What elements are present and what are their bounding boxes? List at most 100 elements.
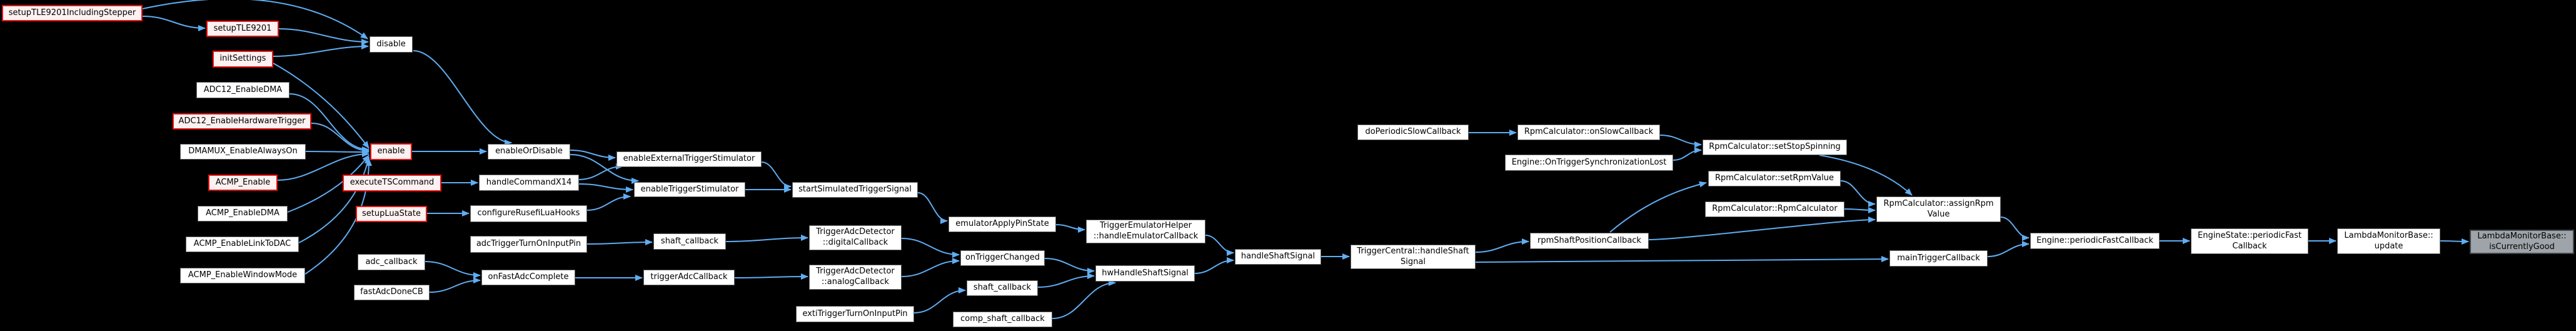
graph-node-label: RpmCalculator::setRpmValue xyxy=(1714,173,1834,183)
graph-node-onTriggerChanged[interactable]: onTriggerChanged xyxy=(960,250,1045,266)
edge-TriggerAdcDetector_digitalCallback-to-onTriggerChanged xyxy=(901,238,960,258)
edge-ADC12_EnableHardwareTrigger-to-enable xyxy=(311,123,370,154)
edge-setupTLE9201-to-disable xyxy=(278,28,369,45)
graph-node-DMAMUX_EnableAlwaysOn[interactable]: DMAMUX_EnableAlwaysOn xyxy=(180,144,306,160)
edge-onTriggerChanged-to-hwHandleShaftSignal xyxy=(1044,258,1095,274)
graph-node-label: LambdaMonitorBase:: update xyxy=(2344,230,2433,251)
graph-node-initSettings[interactable]: initSettings xyxy=(213,51,273,68)
graph-node-enable[interactable]: enable xyxy=(370,143,412,160)
graph-node-label: EngineState::periodicFast Callback xyxy=(2197,230,2302,251)
edge-RpmCalculator_assignRpmValue-to-Engine_periodicFastCallback xyxy=(2000,216,2030,241)
edge-handleCommandX14-to-enableTriggerStimulator xyxy=(578,183,633,193)
graph-node-label: extiTriggerTurnOnInputPin xyxy=(802,308,908,318)
graph-node-shaft_callback_2[interactable]: shaft_callback xyxy=(967,280,1038,296)
graph-node-RpmCalculator_RpmCalculator[interactable]: RpmCalculator::RpmCalculator xyxy=(1705,201,1844,217)
graph-node-label: handleCommandX14 xyxy=(486,177,572,187)
edge-emulatorApplyPinState-to-TriggerEmulatorHelper_handleEmulatorCallback xyxy=(1055,224,1085,233)
graph-node-configureRusefiLuaHooks[interactable]: configureRusefiLuaHooks xyxy=(470,205,587,222)
graph-node-RpmCalculator_setStopSpinning[interactable]: RpmCalculator::setStopSpinning xyxy=(1703,140,1847,155)
graph-node-adcTriggerTurnOnInputPin[interactable]: adcTriggerTurnOnInputPin xyxy=(470,236,587,253)
edge-rpmShaftPositionCallback-to-RpmCalculator_setRpmValue xyxy=(1609,181,1707,233)
graph-node-RpmCalculator_assignRpmValue[interactable]: RpmCalculator::assignRpm Value xyxy=(1876,196,2001,222)
graph-node-label: enableExternalTriggerStimulator xyxy=(623,154,755,164)
graph-node-rpmShaftPositionCallback[interactable]: rpmShaftPositionCallback xyxy=(1530,233,1649,249)
graph-node-startSimulatedTriggerSignal[interactable]: startSimulatedTriggerSignal xyxy=(792,182,918,198)
graph-node-LambdaMonitorBase_isCurrentlyGood[interactable]: LambdaMonitorBase:: isCurrentlyGood xyxy=(2470,230,2574,254)
graph-node-LambdaMonitorBase_update[interactable]: LambdaMonitorBase:: update xyxy=(2337,228,2440,254)
graph-node-label: fastAdcDoneCB xyxy=(360,287,423,297)
graph-node-doPeriodicSlowCallback[interactable]: doPeriodicSlowCallback xyxy=(1357,125,1469,140)
graph-node-hwHandleShaftSignal[interactable]: hwHandleShaftSignal xyxy=(1095,265,1195,282)
graph-node-ACMP_EnableLinkToDAC[interactable]: ACMP_EnableLinkToDAC xyxy=(186,237,299,252)
graph-node-disable[interactable]: disable xyxy=(370,36,413,53)
graph-node-label: Engine::periodicFastCallback xyxy=(2036,235,2153,245)
graph-node-emulatorApplyPinState[interactable]: emulatorApplyPinState xyxy=(948,216,1056,232)
graph-node-ACMP_EnableWindowMode[interactable]: ACMP_EnableWindowMode xyxy=(180,268,305,283)
graph-node-label: TriggerEmulatorHelper ::handleEmulatorCa… xyxy=(1093,221,1199,241)
graph-node-RpmCalculator_onSlowCallback[interactable]: RpmCalculator::onSlowCallback xyxy=(1517,125,1660,140)
graph-node-TriggerAdcDetector_digitalCallback[interactable]: TriggerAdcDetector ::digitalCallback xyxy=(809,225,902,250)
edge-RpmCalculator_setStopSpinning-to-RpmCalculator_assignRpmValue xyxy=(1819,155,1913,196)
edge-configureRusefiLuaHooks-to-enableTriggerStimulator xyxy=(586,193,631,211)
edge-hwHandleShaftSignal-to-handleShaftSignal xyxy=(1194,257,1234,274)
graph-node-ADC12_EnableHardwareTrigger[interactable]: ADC12_EnableHardwareTrigger xyxy=(173,113,311,130)
edge-DMAMUX_EnableAlwaysOn-to-enable xyxy=(305,148,370,155)
edge-rpmShaftPositionCallback-to-RpmCalculator_assignRpmValue xyxy=(1648,216,1876,240)
graph-node-label: adcTriggerTurnOnInputPin xyxy=(476,239,581,249)
graph-node-RpmCalculator_setRpmValue[interactable]: RpmCalculator::setRpmValue xyxy=(1708,171,1841,186)
graph-node-label: ADC12_EnableHardwareTrigger xyxy=(178,116,306,126)
graph-node-label: Engine::OnTriggerSynchronizationLost xyxy=(1511,157,1667,167)
edge-setupTLE9201IncludingStepper-to-disable xyxy=(142,0,368,39)
graph-node-label: RpmCalculator::assignRpm Value xyxy=(1883,198,1994,219)
graph-node-setupTLE9201[interactable]: setupTLE9201 xyxy=(206,21,279,37)
graph-node-Engine_periodicFastCallback[interactable]: Engine::periodicFastCallback xyxy=(2030,233,2160,249)
graph-node-label: onFastAdcComplete xyxy=(488,272,569,282)
graph-node-label: LambdaMonitorBase:: isCurrentlyGood xyxy=(2477,231,2567,252)
graph-node-label: disable xyxy=(376,39,406,49)
edge-Engine_OnTriggerSynchronizationLost-to-RpmCalculator_setStopSpinning xyxy=(1673,147,1702,161)
edge-mainTriggerCallback-to-Engine_periodicFastCallback xyxy=(1987,241,2030,257)
graph-node-ACMP_EnableDMA[interactable]: ACMP_EnableDMA xyxy=(198,206,288,222)
edge-fastAdcDoneCB-to-onFastAdcComplete xyxy=(429,277,481,293)
graph-node-mainTriggerCallback[interactable]: mainTriggerCallback xyxy=(1889,250,1988,267)
edge-handleCommandX14-to-enableExternalTriggerStimulator xyxy=(578,163,623,180)
edge-ADC12_EnableDMA-to-enable xyxy=(289,93,370,153)
graph-node-label: RpmCalculator::RpmCalculator xyxy=(1712,204,1838,214)
graph-node-ADC12_EnableDMA[interactable]: ADC12_EnableDMA xyxy=(196,82,289,98)
graph-node-setupLuaState[interactable]: setupLuaState xyxy=(356,206,427,222)
graph-node-adc_callback[interactable]: adc_callback xyxy=(358,254,425,270)
graph-node-label: enableOrDisable xyxy=(495,146,563,156)
graph-node-label: TriggerCentral::handleShaft Signal xyxy=(1357,246,1469,267)
graph-node-enableOrDisable[interactable]: enableOrDisable xyxy=(488,144,570,160)
graph-node-shaft_callback_1[interactable]: shaft_callback xyxy=(653,233,726,250)
graph-node-label: mainTriggerCallback xyxy=(1897,253,1980,263)
graph-node-label: shaft_callback xyxy=(660,236,719,246)
graph-node-onFastAdcComplete[interactable]: onFastAdcComplete xyxy=(481,270,575,285)
graph-node-label: executeTSCommand xyxy=(350,178,435,188)
graph-node-ACMP_Enable[interactable]: ACMP_Enable xyxy=(208,175,278,191)
graph-node-fastAdcDoneCB[interactable]: fastAdcDoneCB xyxy=(354,285,430,300)
graph-node-TriggerCentral_handleShaftSignal[interactable]: TriggerCentral::handleShaft Signal xyxy=(1351,245,1476,269)
graph-node-comp_shaft_callback[interactable]: comp_shaft_callback xyxy=(953,312,1052,327)
graph-node-triggerAdcCallback[interactable]: triggerAdcCallback xyxy=(643,270,735,285)
graph-node-TriggerAdcDetector_analogCallback[interactable]: TriggerAdcDetector ::analogCallback xyxy=(809,265,902,290)
graph-node-executeTSCommand[interactable]: executeTSCommand xyxy=(343,175,441,191)
edge-ACMP_Enable-to-enable xyxy=(277,151,370,181)
graph-node-EngineState_periodicFastCallback[interactable]: EngineState::periodicFast Callback xyxy=(2191,228,2308,254)
edge-comp_shaft_callback-to-hwHandleShaftSignal xyxy=(1052,280,1116,319)
edge-ACMP_EnableLinkToDAC-to-enable xyxy=(298,156,371,243)
graph-node-handleCommandX14[interactable]: handleCommandX14 xyxy=(479,175,579,191)
graph-node-handleShaftSignal[interactable]: handleShaftSignal xyxy=(1235,249,1321,265)
graph-node-enableExternalTriggerStimulator[interactable]: enableExternalTriggerStimulator xyxy=(616,151,762,167)
graph-node-enableTriggerStimulator[interactable]: enableTriggerStimulator xyxy=(634,182,745,197)
edge-TriggerCentral_handleShaftSignal-to-mainTriggerCallback xyxy=(1475,256,1889,263)
edge-extiTriggerTurnOnInputPin-to-shaft_callback_2 xyxy=(913,287,966,313)
edge-LambdaMonitorBase_update-to-LambdaMonitorBase_isCurrentlyGood xyxy=(2440,238,2469,245)
graph-node-TriggerEmulatorHelper_handleEmulatorCallback[interactable]: TriggerEmulatorHelper ::handleEmulatorCa… xyxy=(1086,220,1205,243)
graph-node-extiTriggerTurnOnInputPin[interactable]: extiTriggerTurnOnInputPin xyxy=(796,306,914,322)
graph-node-setupTLE9201IncludingStepper[interactable]: setupTLE9201IncludingStepper xyxy=(2,5,143,21)
graph-node-label: rpmShaftPositionCallback xyxy=(1537,235,1641,245)
graph-node-Engine_OnTriggerSynchronizationLost[interactable]: Engine::OnTriggerSynchronizationLost xyxy=(1505,155,1673,171)
edge-adc_callback-to-onFastAdcComplete xyxy=(425,261,481,278)
graph-node-label: ADC12_EnableDMA xyxy=(203,84,283,94)
